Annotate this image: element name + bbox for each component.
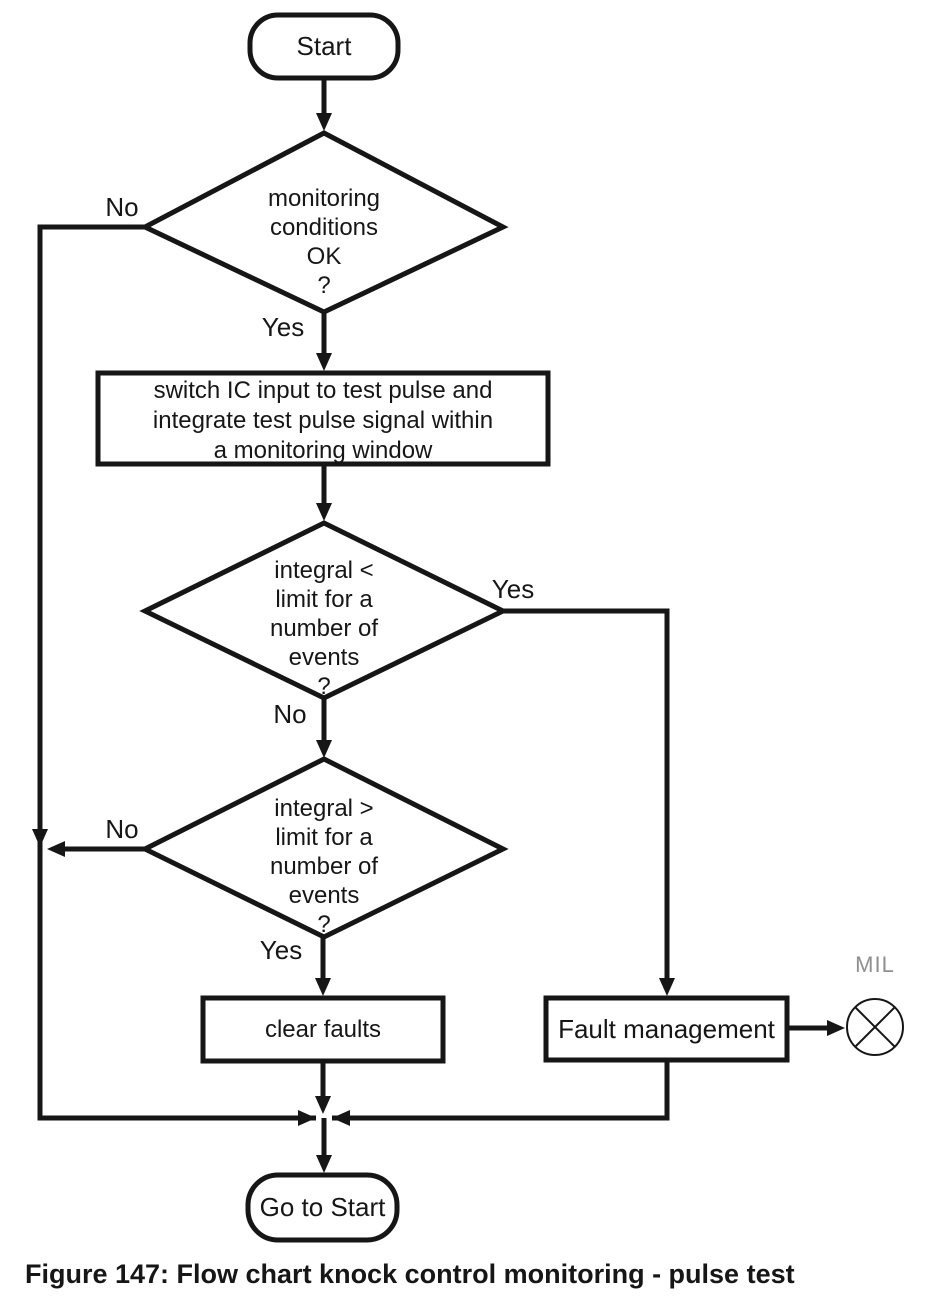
arrowhead-down-icon [316, 740, 332, 758]
arrowhead-down-icon [32, 829, 48, 847]
edge-line [37, 224, 316, 1121]
edge-clear-faults-to-join [315, 1061, 331, 1114]
clear-faults-label: clear faults [264, 1015, 382, 1043]
edge-integral-high-no-to-left-loop [47, 841, 145, 857]
edge-fault-management-to-join [332, 1060, 670, 1126]
start-terminal-shape [247, 12, 401, 81]
edge-line [503, 608, 670, 980]
integral-high-decision-label: integral > limit for a number of events … [269, 795, 379, 938]
switch-process-label: switch IC input to test pulse and integr… [152, 377, 494, 464]
edge-start-to-monitoring [316, 78, 332, 131]
monitoring-decision-shape [139, 130, 509, 315]
switch-process-shape [95, 370, 551, 467]
mil-lamp-x-diagonal [854, 1006, 896, 1048]
edge-join-to-goto-start [316, 1118, 332, 1173]
goto-start-terminal-shape [245, 1172, 400, 1243]
figure-caption: Figure 147: Flow chart knock control mon… [25, 1259, 795, 1289]
start-node-label: Start [296, 31, 352, 61]
arrowhead-down-icon [316, 503, 332, 521]
arrowhead-down-icon [315, 978, 331, 996]
arrowhead-down-icon [316, 113, 332, 131]
fault-management-label: Fault management [558, 1013, 775, 1044]
arrowhead-right-icon [827, 1020, 845, 1036]
integral-high-decision-shape [139, 756, 509, 940]
integral-low-decision-label: integral < limit for a number of events … [269, 557, 379, 700]
edge-integral-low-no-to-integral-high [316, 698, 332, 758]
integral-low-decision-shape [139, 520, 509, 701]
arrowhead-left-icon [332, 1110, 350, 1126]
edge-monitoring-no-left-loop [32, 224, 316, 1126]
edge-integral-low-yes-to-fault-management [503, 608, 675, 996]
arrowhead-right-icon [298, 1110, 316, 1126]
edge-process-to-integral-low [316, 464, 332, 521]
edge-integral-high-yes-to-clear-faults [315, 937, 331, 996]
integral-low-no-label: No [273, 699, 307, 729]
arrowhead-down-icon [315, 1096, 331, 1114]
arrowhead-down-icon [659, 978, 675, 996]
mil-label: MIL [855, 952, 895, 977]
arrowhead-down-icon [316, 353, 332, 371]
arrowhead-left-icon [47, 841, 65, 857]
monitoring-decision-label: monitoring conditions OK ? [267, 185, 381, 299]
monitoring-yes-label: Yes [261, 312, 305, 342]
edge-line [332, 1060, 670, 1121]
monitoring-no-label: No [105, 192, 139, 222]
clear-faults-process-shape [200, 995, 446, 1064]
arrowhead-down-icon [316, 1155, 332, 1173]
edge-monitoring-yes-to-process [316, 312, 332, 371]
goto-start-node-label: Go to Start [259, 1192, 386, 1222]
integral-high-no-label: No [105, 814, 139, 844]
integral-high-yes-label: Yes [259, 935, 303, 965]
integral-low-yes-label: Yes [491, 574, 535, 604]
mil-lamp-icon [846, 998, 904, 1056]
edge-fault-management-to-mil [787, 1020, 845, 1036]
fault-management-process-shape [543, 995, 790, 1063]
